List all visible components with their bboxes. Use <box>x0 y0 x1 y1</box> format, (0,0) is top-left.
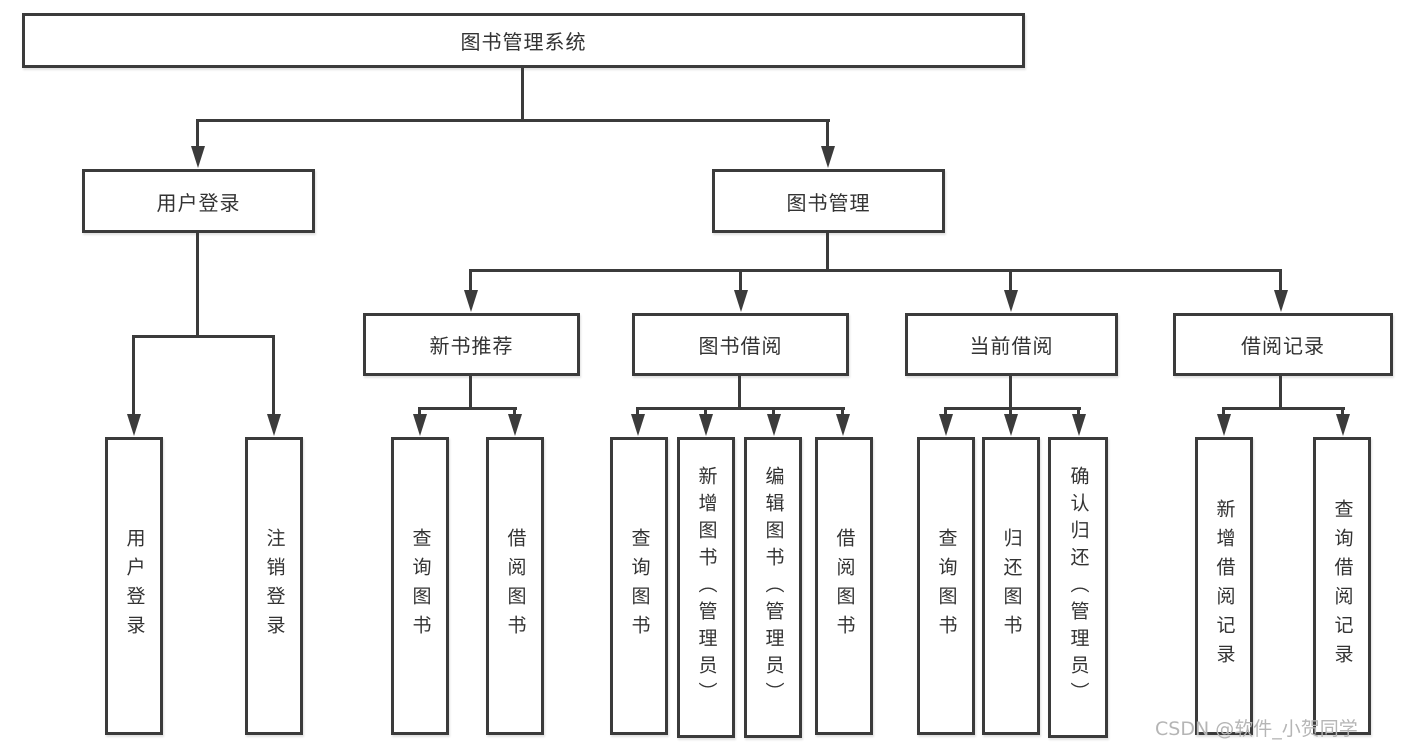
leaf-query-borrow-record: 查询借阅记录 <box>1313 437 1371 735</box>
csdn-watermark: CSDN @软件_小贺同学 <box>1155 718 1358 740</box>
connector-line <box>704 407 707 418</box>
connector-line <box>132 335 275 338</box>
connector-line <box>636 407 845 410</box>
leaf-label: 编辑图书（管理员） <box>762 466 785 709</box>
node-user-login: 用户登录 <box>82 169 315 233</box>
arrow-down-icon <box>1004 414 1018 436</box>
leaf-label: 用户登录 <box>123 528 146 644</box>
leaf-label: 注销登录 <box>263 528 286 644</box>
arrow-down-icon <box>1336 414 1350 436</box>
connector-line <box>469 269 472 294</box>
connector-line <box>1009 269 1012 294</box>
node-book-management: 图书管理 <box>712 169 945 233</box>
connector-line <box>772 407 775 418</box>
connector-line <box>272 335 275 418</box>
node-label: 当前借阅 <box>969 334 1054 358</box>
connector-line <box>1009 376 1012 410</box>
leaf-label: 查询借阅记录 <box>1331 499 1354 673</box>
connector-line <box>826 233 829 272</box>
leaf-label: 查询图书 <box>935 528 958 644</box>
arrow-down-icon <box>267 414 281 436</box>
connector-line <box>196 119 199 149</box>
leaf-query-books-recommend: 查询图书 <box>391 437 449 735</box>
connector-line <box>469 269 1282 272</box>
leaf-add-borrow-record: 新增借阅记录 <box>1195 437 1253 735</box>
connector-line <box>1077 407 1080 418</box>
node-label: 图书管理 <box>786 190 871 215</box>
arrow-down-icon <box>1004 290 1018 312</box>
leaf-label: 新增图书（管理员） <box>695 466 718 709</box>
connector-line <box>196 233 199 338</box>
connector-line <box>944 407 1081 410</box>
arrow-down-icon <box>1217 414 1231 436</box>
connector-line <box>1279 269 1282 294</box>
node-book-borrow: 图书借阅 <box>632 313 849 376</box>
leaf-label: 查询图书 <box>409 528 432 644</box>
connector-line <box>739 269 742 294</box>
leaf-label: 借阅图书 <box>833 528 856 644</box>
node-borrow-records: 借阅记录 <box>1173 313 1393 376</box>
connector-line <box>418 407 517 410</box>
connector-line <box>469 376 472 410</box>
node-current-borrow: 当前借阅 <box>905 313 1118 376</box>
connector-line <box>841 407 844 418</box>
connector-line <box>1341 407 1344 418</box>
arrow-down-icon <box>631 414 645 436</box>
connector-line <box>738 376 741 410</box>
leaf-label: 借阅图书 <box>504 528 527 644</box>
connector-line <box>1279 376 1282 410</box>
leaf-borrow-books-recommend: 借阅图书 <box>486 437 544 735</box>
leaf-edit-book-admin: 编辑图书（管理员） <box>744 437 802 738</box>
leaf-confirm-return-admin: 确认归还（管理员） <box>1048 437 1108 738</box>
connector-line <box>944 407 947 418</box>
arrow-down-icon <box>413 414 427 436</box>
node-label: 用户登录 <box>156 190 241 215</box>
node-label: 图书借阅 <box>698 334 783 358</box>
node-label: 图书管理系统 <box>460 30 587 54</box>
node-library-system: 图书管理系统 <box>22 13 1025 68</box>
arrow-down-icon <box>191 146 205 168</box>
connector-line <box>196 119 830 122</box>
leaf-label: 查询图书 <box>628 528 651 644</box>
connector-line <box>1222 407 1225 418</box>
arrow-down-icon <box>836 414 850 436</box>
connector-line <box>521 68 524 122</box>
arrow-down-icon <box>1274 290 1288 312</box>
arrow-down-icon <box>821 146 835 168</box>
connector-line <box>132 335 135 418</box>
leaf-borrow-books-2: 借阅图书 <box>815 437 873 735</box>
leaf-user-login: 用户登录 <box>105 437 163 735</box>
leaf-logout: 注销登录 <box>245 437 303 735</box>
arrow-down-icon <box>127 414 141 436</box>
leaf-label: 确认归还（管理员） <box>1067 466 1090 709</box>
connector-line <box>636 407 639 418</box>
arrow-down-icon <box>734 290 748 312</box>
arrow-down-icon <box>1072 414 1086 436</box>
connector-line <box>1222 407 1345 410</box>
arrow-down-icon <box>464 290 478 312</box>
arrow-down-icon <box>699 414 713 436</box>
connector-line <box>513 407 516 418</box>
arrow-down-icon <box>767 414 781 436</box>
node-label: 新书推荐 <box>429 334 514 358</box>
node-label: 借阅记录 <box>1241 334 1325 358</box>
arrow-down-icon <box>939 414 953 436</box>
arrow-down-icon <box>508 414 522 436</box>
connector-line <box>826 119 829 149</box>
connector-line <box>1009 407 1012 418</box>
leaf-query-books-current: 查询图书 <box>917 437 975 735</box>
leaf-query-books-borrow: 查询图书 <box>610 437 668 735</box>
leaf-label: 归还图书 <box>1000 528 1023 644</box>
leaf-return-book: 归还图书 <box>982 437 1040 735</box>
leaf-label: 新增借阅记录 <box>1213 499 1236 673</box>
leaf-add-book-admin: 新增图书（管理员） <box>677 437 735 738</box>
connector-line <box>418 407 421 418</box>
node-new-book-recommend: 新书推荐 <box>363 313 580 376</box>
